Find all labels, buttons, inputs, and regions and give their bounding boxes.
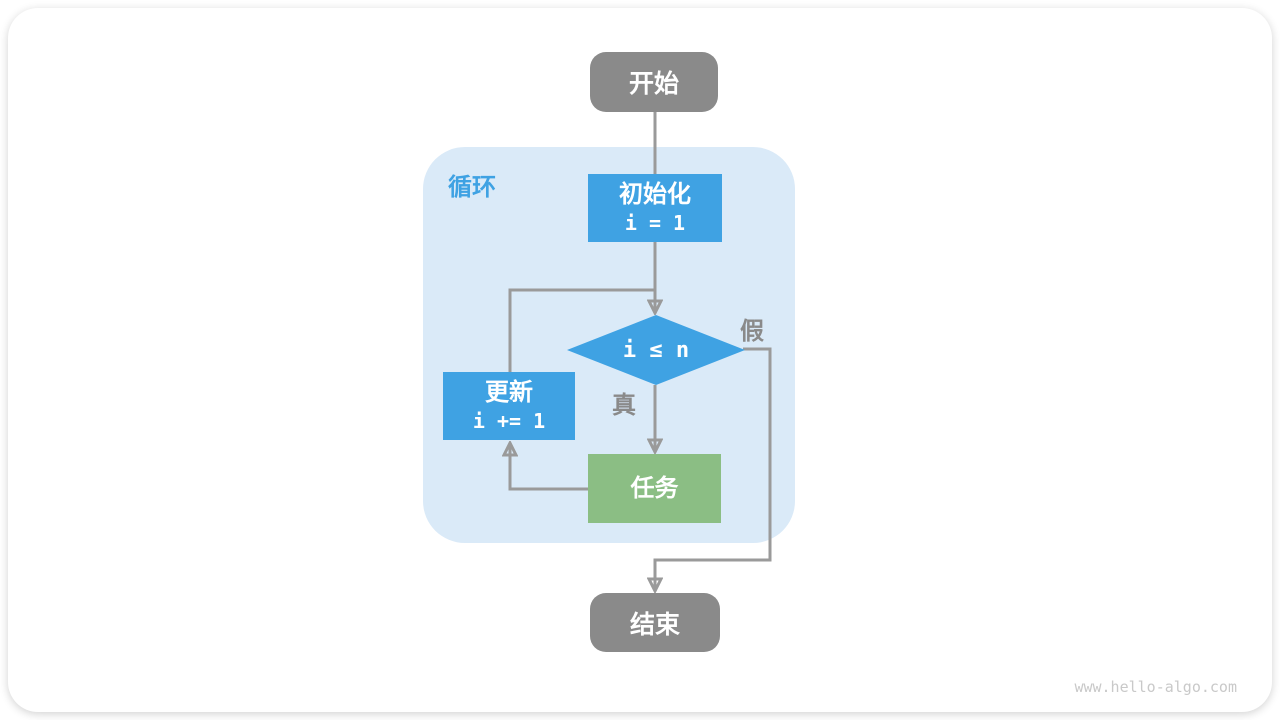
branch-label-true: 真 bbox=[612, 392, 636, 419]
node-start: 开始 bbox=[590, 52, 718, 112]
node-condition: i ≤ n bbox=[567, 315, 745, 385]
edge-update-to-condition bbox=[508, 288, 655, 372]
node-condition-label: i ≤ n bbox=[622, 337, 690, 363]
node-update: 更新 i += 1 bbox=[443, 372, 575, 440]
node-init-title: 初始化 bbox=[619, 181, 691, 208]
node-init-code: i = 1 bbox=[624, 211, 686, 235]
node-task-label: 任务 bbox=[630, 474, 679, 502]
node-task: 任务 bbox=[588, 454, 721, 523]
node-update-title: 更新 bbox=[485, 379, 533, 406]
watermark: www.hello-algo.com bbox=[1074, 678, 1237, 696]
loop-container-label: 循环 bbox=[448, 174, 496, 201]
edge-condition-false-to-end bbox=[655, 347, 772, 590]
node-update-code: i += 1 bbox=[472, 409, 546, 433]
node-start-label: 开始 bbox=[628, 70, 679, 98]
edge-task-to-update bbox=[510, 444, 588, 491]
node-end-label: 结束 bbox=[629, 610, 680, 639]
branch-label-false: 假 bbox=[740, 318, 764, 345]
node-end: 结束 bbox=[590, 593, 720, 652]
diamond-shape bbox=[567, 315, 745, 385]
node-init: 初始化 i = 1 bbox=[588, 174, 722, 242]
